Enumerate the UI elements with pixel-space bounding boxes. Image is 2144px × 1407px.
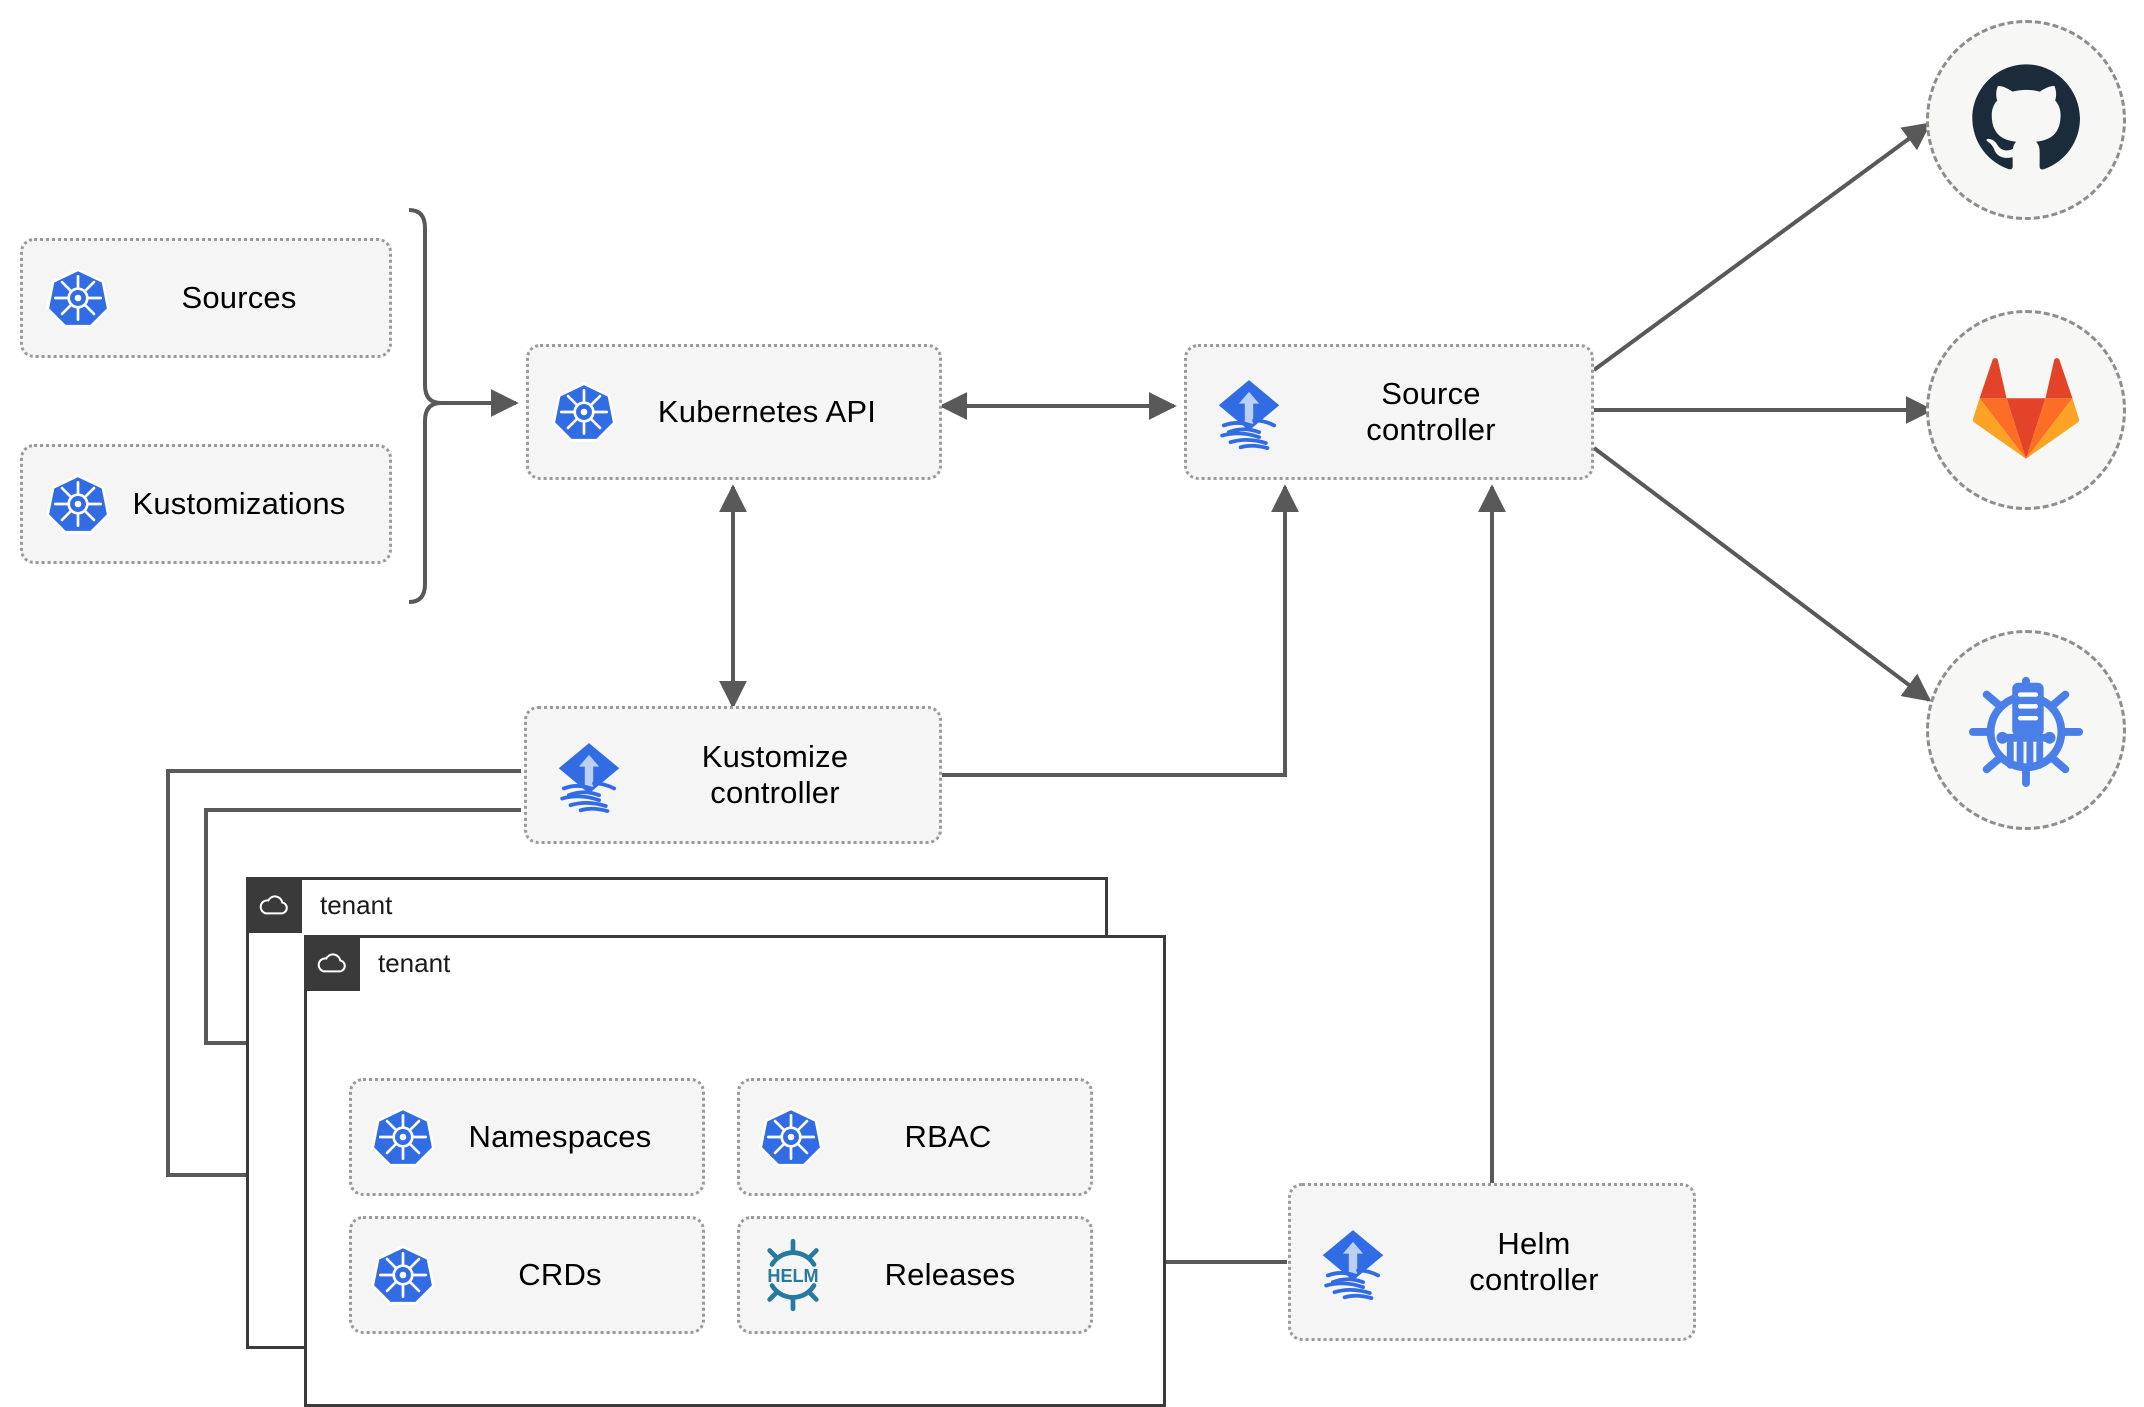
resource-crds[interactable]: CRDs bbox=[349, 1216, 705, 1334]
node-sources[interactable]: Sources bbox=[20, 238, 392, 358]
resource-rbac[interactable]: RBAC bbox=[737, 1078, 1093, 1196]
node-kustomizations-label: Kustomizations bbox=[132, 486, 346, 522]
tenant-label: tenant bbox=[378, 948, 451, 978]
resource-releases-label: Releases bbox=[884, 1257, 1016, 1293]
node-kubernetes-api[interactable]: Kubernetes API bbox=[526, 344, 942, 480]
wire-sourcecontroller-github bbox=[1592, 122, 1932, 372]
flux-icon bbox=[1207, 370, 1291, 454]
kubernetes-icon bbox=[370, 1242, 436, 1308]
tenant-window-front[interactable]: tenant Namespaces bbox=[304, 935, 1166, 1407]
tenant-label: tenant bbox=[320, 890, 393, 920]
node-source-controller[interactable]: Source controller bbox=[1184, 344, 1594, 480]
resource-namespaces-label: Namespaces bbox=[468, 1119, 652, 1155]
resource-rbac-label: RBAC bbox=[904, 1119, 992, 1155]
tenant-titlebar: tenant bbox=[246, 877, 392, 933]
github-icon bbox=[1970, 62, 2082, 179]
helm-icon: HELM bbox=[758, 1238, 828, 1312]
kubernetes-icon bbox=[758, 1104, 824, 1170]
kubernetes-icon bbox=[45, 265, 111, 331]
node-kubernetes-api-label: Kubernetes API bbox=[657, 394, 877, 430]
wire-sourcecontroller-helmrepo bbox=[1592, 446, 1932, 702]
kubernetes-icon bbox=[551, 379, 617, 445]
cloud-icon bbox=[304, 935, 360, 991]
tenant-titlebar: tenant bbox=[304, 935, 450, 991]
kubernetes-icon bbox=[370, 1104, 436, 1170]
node-sources-label: Sources bbox=[181, 280, 297, 316]
wire-group-bracket bbox=[408, 208, 442, 604]
gitlab-icon bbox=[1972, 357, 2080, 464]
provider-helm-repository[interactable] bbox=[1926, 630, 2126, 830]
flux-icon bbox=[547, 733, 631, 817]
node-helm-controller[interactable]: Helm controller bbox=[1288, 1183, 1696, 1341]
node-kustomize-controller-label: Kustomize controller bbox=[701, 739, 849, 810]
helm-wordmark: HELM bbox=[767, 1266, 818, 1286]
node-kustomizations[interactable]: Kustomizations bbox=[20, 444, 392, 564]
provider-gitlab[interactable] bbox=[1926, 310, 2126, 510]
flux-icon bbox=[1311, 1220, 1395, 1304]
node-kustomize-controller[interactable]: Kustomize controller bbox=[524, 706, 942, 844]
resource-releases[interactable]: HELM Releases bbox=[737, 1216, 1093, 1334]
kubernetes-icon bbox=[45, 471, 111, 537]
node-source-controller-label: Source controller bbox=[1366, 376, 1496, 447]
helm-repository-icon bbox=[1967, 669, 2085, 792]
resource-namespaces[interactable]: Namespaces bbox=[349, 1078, 705, 1196]
provider-github[interactable] bbox=[1926, 20, 2126, 220]
cloud-icon bbox=[246, 877, 302, 933]
node-helm-controller-label: Helm controller bbox=[1469, 1226, 1599, 1297]
resource-crds-label: CRDs bbox=[518, 1257, 602, 1293]
wire-kustomizecontroller-sourcecontroller bbox=[941, 484, 1299, 777]
